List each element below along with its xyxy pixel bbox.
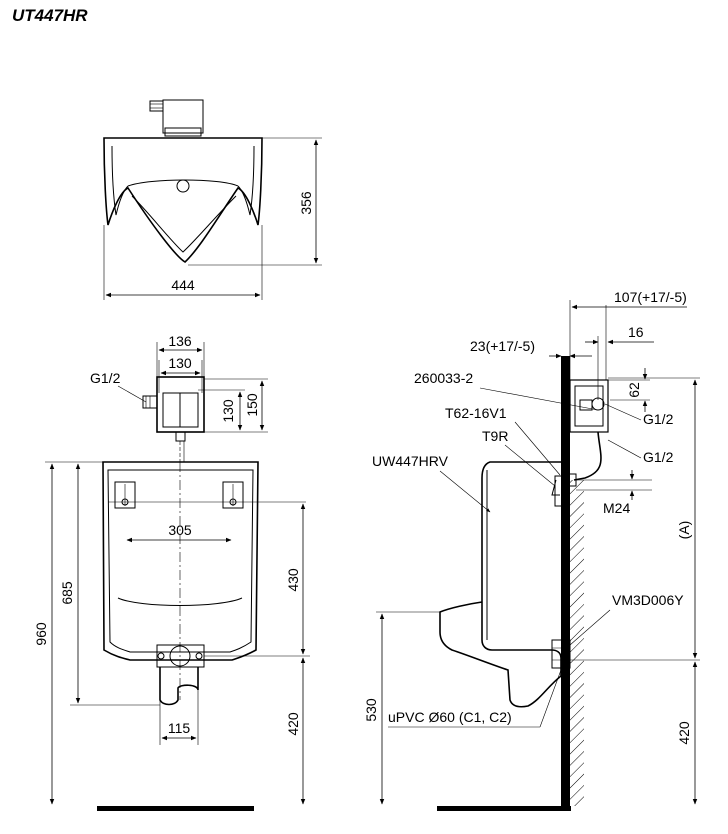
front-inlet-label: G1/2 [90,370,121,386]
side-wall [561,356,570,806]
front-floor [97,806,254,811]
front-outlet-width: 115 [168,720,191,736]
top-width-label: 444 [171,277,195,293]
side-floor [437,806,571,811]
model-title: UT447HR [12,6,88,25]
side-part-fitting: T9R [482,428,508,444]
side-waste-pipe: uPVC Ø60 (C1, C2) [388,709,512,725]
top-view: 356 444 [103,99,322,300]
side-wall-offset: 23(+17/-5) [470,338,535,354]
side-part-valve-body: 260033-2 [414,370,473,386]
front-outlet-height: 420 [285,712,301,736]
side-depth-adjust: 107(+17/-5) [614,289,687,305]
side-outlet-height: 420 [676,721,692,745]
front-upper-to-outlet: 430 [285,568,301,592]
front-bracket-spacing: 305 [168,522,192,538]
front-sensor-inner-height: 130 [220,399,236,423]
front-sensor-outer-height: 150 [244,393,260,417]
front-body-height: 685 [59,581,75,605]
side-part-valve: T62-16V1 [445,405,507,421]
front-sensor-inner-width: 130 [168,355,192,371]
side-thread-2: G1/2 [643,449,674,465]
side-thread-1: G1/2 [643,411,674,427]
side-dim-62: 62 [626,382,642,398]
side-part-trap: VM3D006Y [612,592,684,608]
front-sensor-outer-width: 136 [168,333,192,349]
side-view: 107(+17/-5) 16 23(+17/-5) 62 260033-2 G1… [363,289,700,811]
side-dim-a: (A) [676,521,692,540]
side-part-urinal: UW447HRV [372,453,449,469]
side-pipe-offset: 16 [628,324,644,340]
side-thread-m24: M24 [603,500,630,516]
front-view: G1/2 136 130 130 150 305 [33,333,310,811]
front-total-height: 960 [33,622,49,646]
top-depth-label: 356 [298,191,314,215]
side-waste-height: 530 [363,698,379,722]
